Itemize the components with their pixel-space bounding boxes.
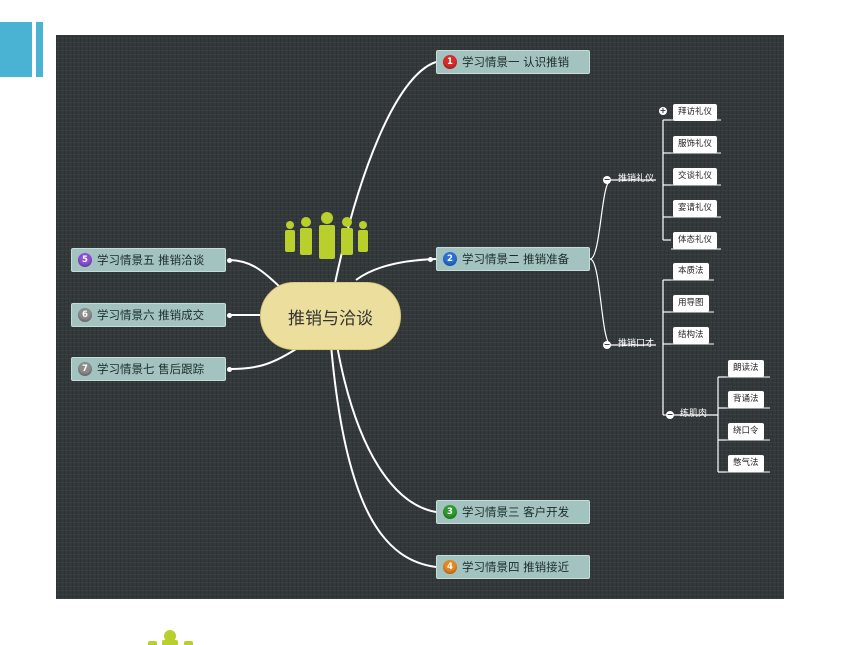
number-badge-3: 3: [443, 505, 457, 519]
leaf-posture-etiquette[interactable]: 体态礼仪: [673, 232, 718, 249]
leaf-essence-method[interactable]: 本质法: [673, 263, 709, 280]
topic-4-label: 学习情景四 推销接近: [462, 560, 570, 574]
topic-3-label: 学习情景三 客户开发: [462, 505, 570, 519]
connector-dot-t6: [227, 313, 232, 318]
leaf-tongue-twister[interactable]: 绕口令: [728, 423, 764, 440]
link-t2-s1: [589, 179, 612, 260]
connector-dot-t7: [227, 367, 232, 372]
collapse-toggle-s1[interactable]: −: [603, 175, 611, 184]
subtopic-etiquette[interactable]: 推销礼仪: [618, 174, 655, 184]
partial-figure-icon: [148, 630, 193, 645]
leaf-reading-method[interactable]: 朗读法: [728, 360, 764, 377]
expand-toggle-etiquette[interactable]: +: [659, 106, 667, 115]
topic-4[interactable]: 4 学习情景四 推销接近: [436, 555, 590, 579]
connector-dot-t2: [428, 257, 433, 262]
leaf-dress-etiquette[interactable]: 服饰礼仪: [673, 136, 718, 153]
link-t2-s2: [589, 258, 612, 346]
topic-1-label: 学习情景一 认识推销: [462, 55, 570, 69]
topic-6[interactable]: 6 学习情景六 推销成交: [71, 303, 226, 327]
number-badge-7: 7: [78, 362, 92, 376]
topic-1[interactable]: 1 学习情景一 认识推销: [436, 50, 590, 74]
leaf-visit-etiquette[interactable]: 拜访礼仪: [673, 104, 718, 121]
leaf-structure-method[interactable]: 结构法: [673, 327, 709, 344]
deco-bar-narrow: [36, 22, 43, 77]
number-badge-4: 4: [443, 560, 457, 574]
number-badge-6: 6: [78, 308, 92, 322]
number-badge-1: 1: [443, 55, 457, 69]
deco-bar-wide: [0, 22, 32, 77]
link-t7: [229, 348, 297, 370]
collapse-toggle-s3[interactable]: −: [666, 410, 674, 419]
people-group-icon: [285, 212, 368, 259]
connector-lines: [229, 61, 770, 568]
topic-2-label: 学习情景二 推销准备: [462, 252, 570, 266]
leaf-breath-hold-method[interactable]: 憋气法: [728, 455, 764, 472]
number-badge-5: 5: [78, 253, 92, 267]
link-t1: [330, 61, 437, 304]
central-topic[interactable]: 推销与洽谈: [260, 282, 401, 350]
topic-2[interactable]: 2 学习情景二 推销准备: [436, 247, 590, 271]
leaf-talk-etiquette[interactable]: 交谈礼仪: [673, 168, 718, 185]
leaf-mindmap-method[interactable]: 用导图: [673, 295, 709, 312]
topic-7-label: 学习情景七 售后跟踪: [97, 362, 205, 376]
topic-6-label: 学习情景六 推销成交: [97, 308, 205, 322]
connector-dot-t5: [227, 258, 232, 263]
leaf-recite-method[interactable]: 背诵法: [728, 391, 764, 408]
link-t2: [355, 258, 437, 281]
mindmap-canvas: 推销与洽谈 1 学习情景一 认识推销 2 学习情景二 推销准备 3 学习情景三 …: [56, 35, 784, 599]
topic-7[interactable]: 7 学习情景七 售后跟踪: [71, 357, 226, 381]
topic-5-label: 学习情景五 推销洽谈: [97, 253, 205, 267]
subtopic-eloquence[interactable]: 推销口才: [618, 339, 655, 349]
central-topic-label: 推销与洽谈: [288, 308, 373, 329]
leaf-banquet-etiquette[interactable]: 宴请礼仪: [673, 200, 718, 217]
link-t3: [335, 339, 437, 513]
subtopic-muscle[interactable]: 练肌肉: [680, 409, 708, 419]
collapse-toggle-s2[interactable]: −: [603, 340, 611, 349]
topic-5[interactable]: 5 学习情景五 推销洽谈: [71, 248, 226, 272]
link-t4: [330, 344, 437, 568]
topic-3[interactable]: 3 学习情景三 客户开发: [436, 500, 590, 524]
number-badge-2: 2: [443, 252, 457, 266]
